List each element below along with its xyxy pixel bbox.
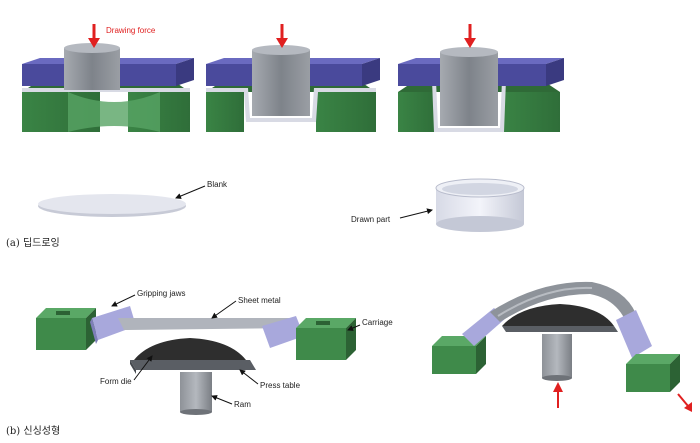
right-gripping-jaw xyxy=(262,316,304,348)
form-die-assembly xyxy=(130,338,256,374)
form-die-label: Form die xyxy=(100,377,132,386)
stretch-forming-result xyxy=(432,281,692,412)
ram xyxy=(180,372,212,412)
flat-sheet-metal xyxy=(118,318,296,330)
drawn-part-cup xyxy=(435,178,525,232)
right-carriage xyxy=(296,318,356,360)
blank-label: Blank xyxy=(207,180,228,189)
carriage-label: Carriage xyxy=(362,318,393,327)
caption-b: (b) 신싱성형 xyxy=(6,425,60,437)
drawn-part-label: Drawn part xyxy=(351,215,391,224)
deep-drawing-stage-2 xyxy=(206,24,380,132)
gripping-jaws-label: Gripping jaws xyxy=(137,289,185,298)
left-carriage xyxy=(36,308,96,350)
deep-drawing-stage-1 xyxy=(22,24,194,132)
left-gripping-jaw xyxy=(92,306,136,340)
caption-a: (a) 딥드로잉 xyxy=(6,237,60,249)
drawing-force-label: Drawing force xyxy=(106,26,156,35)
press-table-label: Press table xyxy=(260,381,301,390)
deep-drawing-stage-3 xyxy=(398,24,564,132)
ram-label: Ram xyxy=(234,400,251,409)
sheet-metal-label: Sheet metal xyxy=(238,296,281,305)
